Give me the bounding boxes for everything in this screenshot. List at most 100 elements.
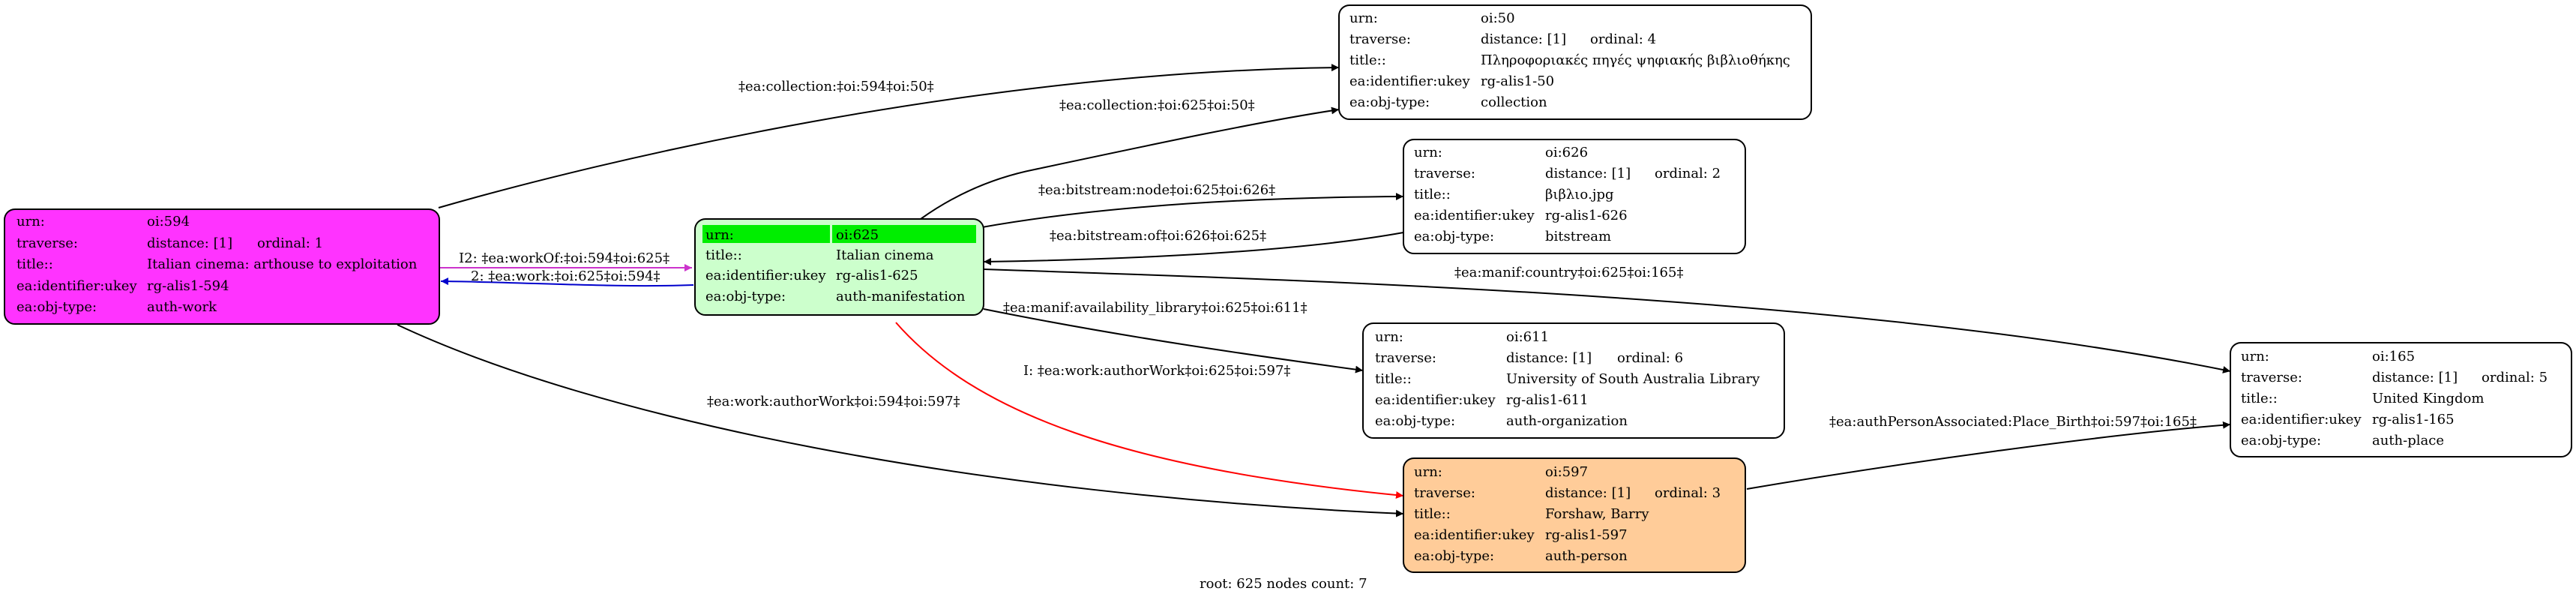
node-626-key-title: title::: [1414, 187, 1451, 202]
node-626-val-title: βιβλιο.jpg: [1545, 187, 1614, 202]
node-611-key-title: title::: [1375, 371, 1412, 387]
node-594-key-urn: urn:: [16, 214, 45, 230]
node-625-val-ukey: rg-alis1-625: [836, 268, 918, 284]
node-50-val-ukey: rg-alis1-50: [1481, 74, 1554, 89]
edge-label-594-597: ‡ea:work:authorWork‡oi:594‡oi:597‡: [707, 394, 960, 410]
node-165-key-traverse: traverse:: [2241, 370, 2302, 386]
edge-625-611: ‡ea:manif:availability_library‡oi:625‡oi…: [983, 300, 1364, 374]
node-50-key-urn: urn:: [1349, 10, 1378, 26]
edge-label-626-625: ‡ea:bitstream:of‡oi:626‡oi:625‡: [1050, 228, 1266, 244]
node-165-key-title: title::: [2241, 391, 2278, 406]
node-625-key-title: title::: [705, 248, 742, 263]
node-597-val-urn: oi:597: [1545, 464, 1588, 480]
node-oi-594[interactable]: urn: oi:594 traverse: distance: [1] ordi…: [4, 208, 440, 325]
node-611-key-traverse: traverse:: [1375, 350, 1436, 366]
node-594-val-traverse: distance: [1]: [147, 236, 232, 251]
node-626-key-traverse: traverse:: [1414, 166, 1475, 182]
node-626-val-ukey: rg-alis1-626: [1545, 208, 1628, 224]
edge-label-625-597: I: ‡ea:work:authorWork‡oi:625‡oi:597‡: [1023, 363, 1290, 379]
node-50-val-urn: oi:50: [1481, 10, 1515, 26]
edge-594-597: ‡ea:work:authorWork‡oi:594‡oi:597‡: [397, 324, 1404, 518]
node-50-ordinal: ordinal: 4: [1590, 32, 1656, 47]
node-626-val-traverse: distance: [1]: [1545, 166, 1631, 182]
edge-625-50: ‡ea:collection:‡oi:625‡oi:50‡: [920, 98, 1340, 220]
node-165-val-urn: oi:165: [2372, 349, 2415, 364]
node-626-val-type: bitstream: [1545, 229, 1611, 244]
node-594-key-traverse: traverse:: [16, 236, 78, 251]
node-oi-625[interactable]: urn: oi:625 title:: Italian cinema ea:id…: [694, 218, 984, 316]
graph-footer: root: 625 nodes count: 7: [1200, 576, 1367, 592]
edge-594-625: I2: ‡ea:workOf:‡oi:594‡oi:625‡: [439, 250, 692, 272]
node-625-val-type: auth-manifestation: [836, 289, 966, 304]
node-625-val-title: Italian cinema: [836, 248, 934, 263]
node-597-key-traverse: traverse:: [1414, 485, 1475, 501]
edge-label-625-626: ‡ea:bitstream:node‡oi:625‡oi:626‡: [1038, 182, 1275, 198]
edge-label-625-594: 2: ‡ea:work:‡oi:625‡oi:594‡: [471, 268, 660, 284]
edge-625-597: I: ‡ea:work:authorWork‡oi:625‡oi:597‡: [895, 322, 1404, 500]
node-597-ordinal: ordinal: 3: [1655, 485, 1721, 501]
edge-label-625-611: ‡ea:manif:availability_library‡oi:625‡oi…: [1003, 300, 1307, 316]
node-597-val-ukey: rg-alis1-597: [1545, 527, 1628, 543]
node-50-key-ukey: ea:identifier:ukey: [1349, 74, 1470, 89]
node-165-val-title: United Kingdom: [2372, 391, 2484, 406]
node-50-key-title: title::: [1349, 52, 1386, 68]
node-625-val-urn: oi:625: [836, 227, 879, 243]
node-oi-626[interactable]: urn: oi:626 traverse: distance: [1] ordi…: [1403, 139, 1746, 254]
edge-label-625-165: ‡ea:manif:country‡oi:625‡oi:165‡: [1454, 265, 1683, 280]
node-50-key-type: ea:obj-type:: [1349, 94, 1430, 110]
node-165-key-urn: urn:: [2241, 349, 2269, 364]
edge-label-597-165: ‡ea:authPersonAssociated:Place_Birth‡oi:…: [1829, 414, 2197, 430]
node-611-key-type: ea:obj-type:: [1375, 413, 1455, 429]
node-oi-165[interactable]: urn: oi:165 traverse: distance: [1] ordi…: [2230, 342, 2572, 458]
node-611-val-type: auth-organization: [1506, 413, 1628, 429]
node-626-key-ukey: ea:identifier:ukey: [1414, 208, 1535, 224]
node-oi-50[interactable]: urn: oi:50 traverse: distance: [1] ordin…: [1338, 4, 1812, 120]
node-594-key-title: title::: [16, 256, 53, 272]
node-597-key-ukey: ea:identifier:ukey: [1414, 527, 1535, 543]
node-611-key-urn: urn:: [1375, 329, 1403, 345]
node-594-val-title: Italian cinema: arthouse to exploitation: [147, 256, 418, 272]
node-165-key-ukey: ea:identifier:ukey: [2241, 412, 2362, 428]
node-597-val-traverse: distance: [1]: [1545, 485, 1631, 501]
node-597-val-type: auth-person: [1545, 548, 1628, 564]
node-165-ordinal: ordinal: 5: [2482, 370, 2548, 386]
node-50-key-traverse: traverse:: [1349, 32, 1411, 47]
root-highlight-val: [832, 225, 976, 243]
node-594-ordinal: ordinal: 1: [257, 236, 323, 251]
node-165-val-type: auth-place: [2372, 433, 2444, 448]
edge-626-625: ‡ea:bitstream:of‡oi:626‡oi:625‡: [983, 228, 1404, 266]
node-597-key-type: ea:obj-type:: [1414, 548, 1494, 564]
node-50-val-traverse: distance: [1]: [1481, 32, 1566, 47]
root-highlight-key: [702, 225, 830, 243]
node-611-key-ukey: ea:identifier:ukey: [1375, 392, 1496, 408]
node-597-key-title: title::: [1414, 506, 1451, 522]
node-597-key-urn: urn:: [1414, 464, 1442, 480]
node-594-key-ukey: ea:identifier:ukey: [16, 278, 137, 294]
node-594-key-type: ea:obj-type:: [16, 299, 97, 315]
node-611-val-title: University of South Australia Library: [1506, 371, 1760, 387]
node-165-val-traverse: distance: [1]: [2372, 370, 2458, 386]
node-626-val-urn: oi:626: [1545, 145, 1588, 160]
edge-594-50: ‡ea:collection:‡oi:594‡oi:50‡: [438, 64, 1340, 208]
edge-label-625-50: ‡ea:collection:‡oi:625‡oi:50‡: [1059, 98, 1255, 113]
node-50-val-title: Πληροφοριακές πηγές ψηφιακής βιβλιοθήκης: [1481, 52, 1790, 68]
node-594-val-urn: oi:594: [147, 214, 190, 230]
node-597-val-title: Forshaw, Barry: [1545, 506, 1649, 522]
node-50-val-type: collection: [1481, 94, 1547, 110]
edge-625-165: ‡ea:manif:country‡oi:625‡oi:165‡: [983, 265, 2231, 374]
edge-label-594-50: ‡ea:collection:‡oi:594‡oi:50‡: [738, 79, 934, 94]
node-611-val-urn: oi:611: [1506, 329, 1549, 345]
node-oi-611[interactable]: urn: oi:611 traverse: distance: [1] ordi…: [1362, 322, 1785, 439]
edge-625-626: ‡ea:bitstream:node‡oi:625‡oi:626‡: [981, 182, 1404, 228]
node-611-val-traverse: distance: [1]: [1506, 350, 1592, 366]
node-625-key-type: ea:obj-type:: [705, 289, 786, 304]
node-611-ordinal: ordinal: 6: [1617, 350, 1683, 366]
node-625-key-urn: urn:: [705, 227, 734, 243]
node-626-ordinal: ordinal: 2: [1655, 166, 1721, 182]
node-165-key-type: ea:obj-type:: [2241, 433, 2321, 448]
node-626-key-type: ea:obj-type:: [1414, 229, 1494, 244]
edge-625-594: 2: ‡ea:work:‡oi:625‡oi:594‡: [440, 268, 694, 287]
edge-597-165: ‡ea:authPersonAssociated:Place_Birth‡oi:…: [1746, 414, 2231, 490]
node-oi-597[interactable]: urn: oi:597 traverse: distance: [1] ordi…: [1403, 458, 1746, 573]
